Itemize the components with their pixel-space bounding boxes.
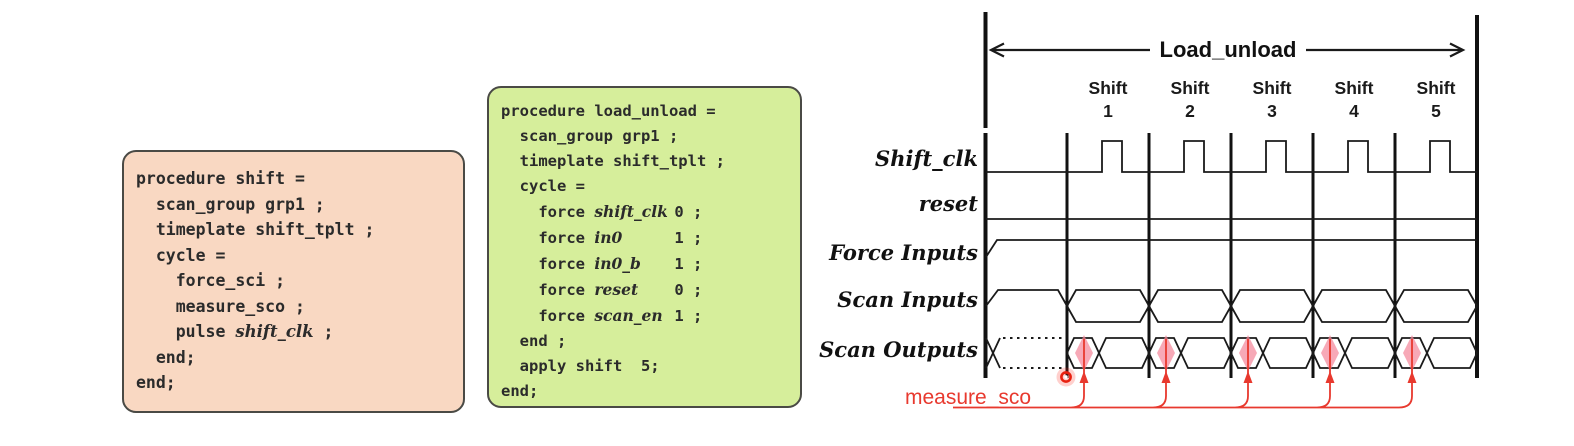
signal-label-shift-clk: Shift_clk [875, 146, 978, 171]
arrow-up-icon [1243, 371, 1253, 383]
code-line: cycle = [136, 245, 226, 265]
code-line: procedure load_unload = [501, 102, 716, 120]
code-line: end; [136, 347, 196, 367]
load-unload-procedure-box: procedure load_unload = scan_group grp1 … [487, 86, 802, 408]
shift-header-word: Shift [1417, 78, 1456, 98]
shift-header-num: 4 [1349, 101, 1359, 121]
measure-start-dot-icon [1056, 367, 1076, 387]
arrow-up-icon [1161, 371, 1171, 383]
code-line: scan_group grp1 ; [501, 127, 679, 145]
waveform-force-inputs [985, 239, 1477, 258]
code-line: cycle = [501, 177, 585, 195]
arrow-up-icon [1407, 371, 1417, 383]
signal-label-scan-inputs: Scan Inputs [837, 287, 978, 312]
shift-header-num: 3 [1267, 101, 1277, 121]
shift-header-num: 2 [1185, 101, 1195, 121]
code-line: procedure shift = [136, 169, 305, 188]
arrow-up-icon [1325, 371, 1335, 383]
signal-label-reset: reset [919, 191, 979, 216]
waveform-scan-outputs-x [985, 337, 1001, 369]
signal-labels: Shift_clk reset Force Inputs Scan Inputs… [819, 146, 978, 362]
shift-header-word: Shift [1171, 78, 1210, 98]
shift-cycle-headers: Shift 1 Shift 2 Shift 3 Shift 4 Shift 5 [1089, 78, 1456, 121]
measure-arrowhead-icons [1079, 371, 1417, 383]
code-line: scan_group grp1 ; [136, 194, 325, 214]
code-line: end; [136, 373, 176, 392]
shift-header-word: Shift [1335, 78, 1374, 98]
load-unload-window-label: Load_unload [1160, 37, 1297, 62]
signal-label-force-inputs: Force Inputs [828, 240, 978, 265]
waveform-scan-inputs [985, 289, 1478, 323]
shift-header-num: 5 [1431, 101, 1441, 121]
signal-label-scan-outputs: Scan Outputs [819, 337, 978, 362]
shift-header-word: Shift [1253, 78, 1292, 98]
waveform-shift-clk [986, 140, 1477, 173]
arrow-up-icon [1079, 371, 1089, 383]
load-unload-span-arrow-icon [988, 42, 1466, 58]
measure-connector-line [953, 339, 1413, 409]
code-line: timeplate shift_tplt ; [136, 220, 375, 239]
shift-procedure-box: procedure shift = scan_group grp1 ; time… [122, 150, 465, 413]
waveforms [985, 140, 1478, 369]
code-line: force_sci ; [136, 271, 286, 290]
code-line: apply shift 5; [501, 357, 660, 375]
waveform-scan-outputs [1066, 337, 1478, 369]
shift-header-word: Shift [1089, 78, 1128, 98]
measure-annotation: measure_sco [905, 339, 1417, 409]
code-line: measure_sco ; [136, 296, 305, 316]
code-line: timeplate shift_tplt ; [501, 152, 725, 170]
measure-sco-label: measure_sco [905, 386, 1031, 409]
code-line: pulse shift_clk ; [136, 322, 334, 341]
window-boundary-lines [983, 12, 1479, 378]
cycle-boundary-lines [1065, 133, 1397, 378]
shift-header-num: 1 [1103, 101, 1113, 121]
code-line: end ; [501, 332, 567, 350]
code-line: end; [501, 382, 539, 400]
waveform-scan-outputs-unknown [1003, 337, 1062, 369]
